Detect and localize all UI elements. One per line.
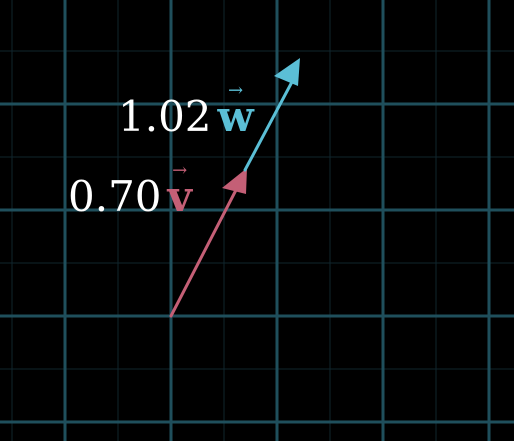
vector-w-name: →w: [218, 82, 254, 138]
vector-w-arrow-icon: →: [228, 80, 244, 101]
vector-v-letter: v: [167, 172, 192, 221]
vector-v-label: 0.70→v: [68, 162, 192, 218]
vector-v-coefficient: 0.70: [68, 172, 162, 221]
vector-w-coefficient: 1.02: [118, 92, 212, 141]
vector-w-shaft: [243, 78, 295, 172]
vector-w-label: 1.02→w: [118, 82, 254, 138]
vector-w-letter: w: [217, 92, 254, 141]
scaled-vector-w: [243, 58, 300, 172]
vector-v-name: →v: [168, 162, 192, 218]
scaled-vector-v: [169, 168, 247, 318]
vector-v-shaft: [169, 188, 238, 318]
vector-v-arrow-icon: →: [172, 160, 188, 181]
vector-w-arrowhead: [274, 58, 300, 86]
vector-v-arrowhead: [222, 168, 247, 194]
